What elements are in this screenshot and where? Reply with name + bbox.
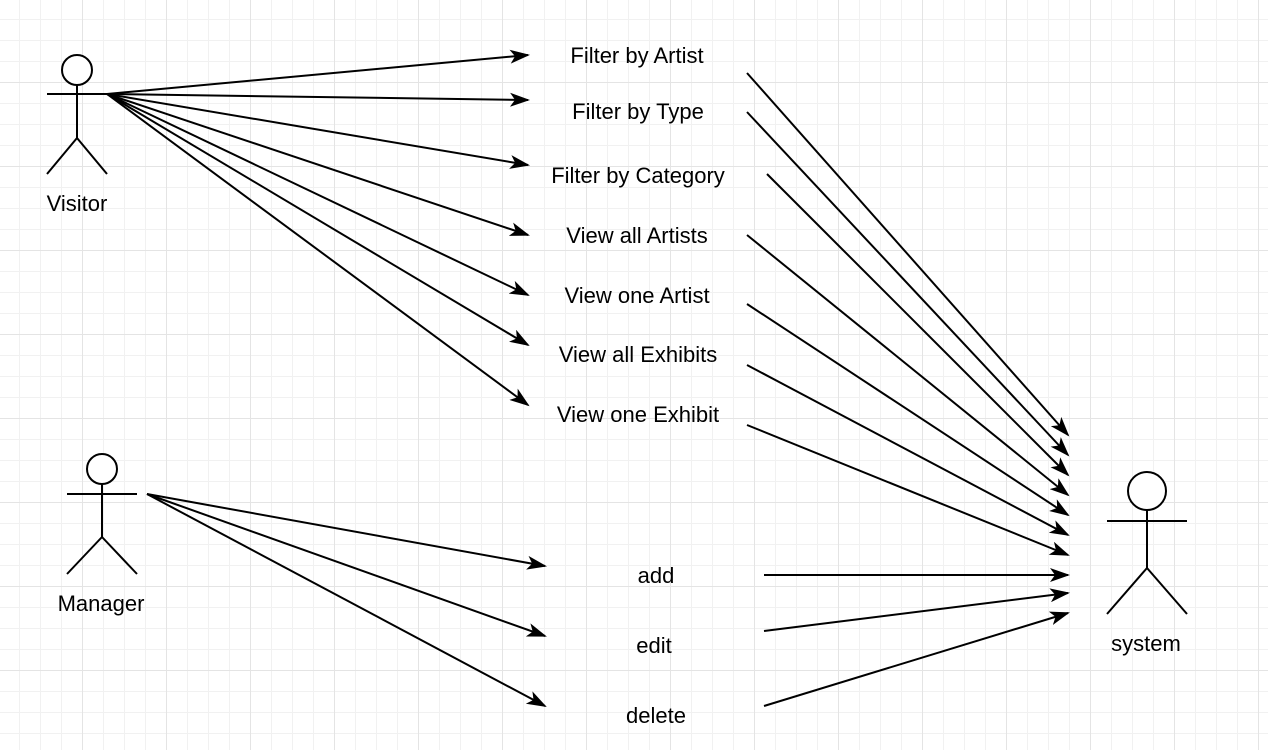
system-actor-icon[interactable] — [1106, 471, 1188, 615]
visitor-actor-icon[interactable] — [46, 54, 108, 175]
edge-filter-category-system — [766, 173, 1070, 477]
edge-view-all-artists-system — [746, 234, 1070, 497]
edge-visitor-view-all-exhibits — [106, 93, 530, 347]
usecase-view-all-artists[interactable]: View all Artists — [566, 223, 708, 248]
edge-filter-type-system — [746, 111, 1070, 457]
system-label: system — [1111, 631, 1181, 656]
edge-manager-add — [146, 493, 547, 570]
usecase-delete[interactable]: delete — [626, 703, 686, 728]
visitor-label: Visitor — [46, 191, 108, 216]
usecase-view-all-exhibits[interactable]: View all Exhibits — [558, 342, 718, 367]
edge-visitor-view-all-artists — [106, 93, 530, 236]
usecase-filter-by-category[interactable]: Filter by Category — [551, 163, 725, 188]
usecase-view-one-exhibit[interactable]: View one Exhibit — [556, 402, 720, 427]
edge-delete-system — [763, 611, 1070, 707]
edge-visitor-filter-category — [106, 93, 530, 169]
edge-manager-delete — [146, 493, 547, 707]
usecase-filter-by-artist[interactable]: Filter by Artist — [570, 43, 704, 68]
edge-filter-artist-system — [746, 72, 1070, 437]
usecase-filter-by-type[interactable]: Filter by Type — [572, 99, 704, 124]
edge-view-all-exhibits-system — [746, 364, 1070, 536]
manager-label: Manager — [57, 591, 145, 616]
edge-manager-edit — [146, 493, 547, 637]
usecase-edit[interactable]: edit — [636, 633, 672, 658]
edge-view-one-artist-system — [746, 303, 1070, 517]
edge-visitor-filter-artist — [106, 49, 530, 95]
edge-visitor-filter-type — [106, 92, 530, 107]
manager-actor-icon[interactable] — [66, 453, 138, 575]
edge-view-one-exhibit-system — [746, 424, 1070, 556]
edge-edit-system — [763, 588, 1070, 632]
usecase-view-one-artist[interactable]: View one Artist — [564, 283, 710, 308]
edge-visitor-view-one-artist — [106, 93, 530, 296]
edge-visitor-view-one-exhibit — [106, 93, 530, 407]
usecase-add[interactable]: add — [637, 563, 675, 588]
